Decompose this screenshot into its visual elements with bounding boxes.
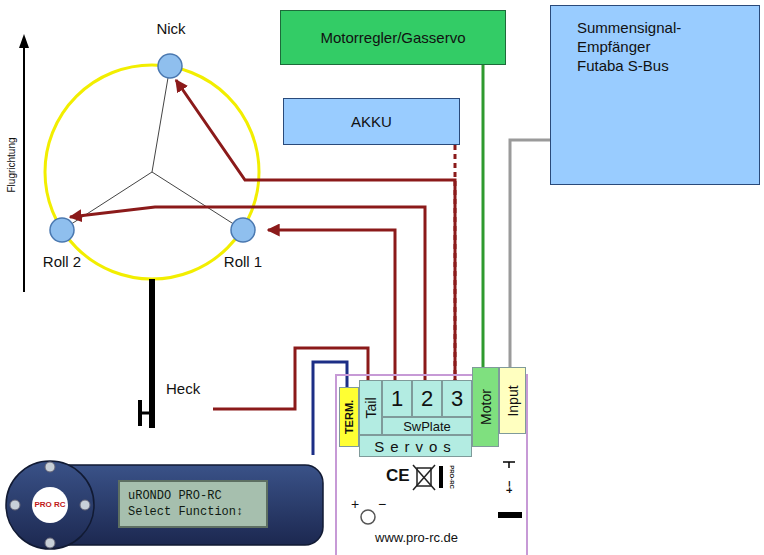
node-text: Heck (166, 380, 200, 397)
node-text: 1 (391, 386, 403, 412)
node-text: Tail (363, 397, 379, 418)
servo-circle (50, 218, 74, 242)
node-text: TERM. (343, 400, 355, 434)
node-text: 3 (451, 386, 463, 412)
programmer-button (45, 462, 55, 472)
node-text: Summensignal- Empfänger Futaba S-Bus (577, 18, 689, 75)
wire (482, 65, 485, 367)
servo-port: 2 (412, 380, 442, 417)
programmer-case (45, 465, 323, 545)
swashplate-ring (45, 65, 259, 279)
swashplate (45, 65, 259, 279)
direction-label: Flugrichtung (6, 137, 17, 192)
polarity-sign: + (351, 496, 359, 512)
flight-direction-arrow (19, 34, 29, 292)
wire (70, 207, 425, 380)
node-text: Roll 1 (218, 253, 268, 270)
maker-mark: PRO-RC (449, 465, 455, 489)
servo-circle (231, 218, 255, 242)
mark-bar (439, 466, 443, 488)
arrow-shaft (23, 46, 25, 292)
servo-circle (158, 54, 182, 78)
node-text: AKKU (351, 113, 392, 130)
wire (454, 145, 457, 380)
tail-boom (140, 279, 152, 428)
node-text: Motor (478, 389, 494, 425)
battery-box: AKKU (283, 98, 460, 145)
switch-symbol (508, 462, 510, 468)
servo-node: Roll 1 (218, 217, 268, 275)
servo-port: 3 (442, 380, 472, 417)
motor-port: Motor (472, 367, 499, 447)
bin-cross (413, 465, 435, 490)
node-text: Roll 2 (36, 253, 88, 270)
device-marks (361, 462, 522, 524)
receiver-box: Summensignal- Empfänger Futaba S-Bus (550, 5, 760, 185)
wire (268, 230, 395, 380)
connector-hole (361, 510, 375, 524)
swashplate-arm (152, 172, 243, 230)
node-text: Input (505, 385, 521, 416)
switch-polarity: +− (503, 481, 515, 494)
servo-node: Nick (146, 20, 196, 80)
esc-box: Motorregler/Gasservo (280, 10, 506, 65)
gyro-housing: www.pro-rc.de TERM. Tail 123SwPlateServos Mo… (335, 374, 528, 555)
node-text: PRO RC (32, 487, 68, 523)
node-text: Motorregler/Gasservo (320, 29, 465, 46)
tail-shaft (140, 412, 152, 415)
programmer-button (80, 500, 90, 510)
port-group-band: SwPlate (382, 417, 472, 435)
port-group-band: Servos (359, 435, 472, 457)
input-port: Input (499, 367, 526, 434)
bin-cross (413, 465, 435, 490)
swashplate-arm (62, 172, 152, 230)
node-text: Servos (374, 438, 457, 455)
node-text: www.pro-rc.de (375, 530, 458, 545)
node-text: uRONDO PRO-RC Select Function↕ (118, 480, 268, 528)
wire (510, 140, 550, 367)
servo-port: 1 (382, 380, 412, 417)
polarity-sign: − (378, 496, 386, 512)
servo-node: Roll 2 (36, 217, 88, 275)
swashplate-arm (152, 66, 170, 172)
ce-mark: CE (386, 466, 410, 486)
programmer-button (10, 500, 20, 510)
programmer-button (45, 538, 55, 548)
programmer-pad (6, 461, 94, 549)
node-text: 2 (421, 386, 433, 412)
arrow-head (19, 34, 29, 48)
node-text: SwPlate (403, 419, 451, 434)
node-text: Nick (146, 20, 196, 37)
tail-port: Tail (359, 380, 382, 435)
programmer-device: PRO RC uRONDO PRO-RC Select Function↕ (5, 455, 327, 550)
tail-servo-node: Heck (162, 380, 213, 418)
term-port: TERM. (339, 387, 359, 447)
tail-rod (149, 279, 155, 428)
switch-bar (498, 512, 522, 518)
